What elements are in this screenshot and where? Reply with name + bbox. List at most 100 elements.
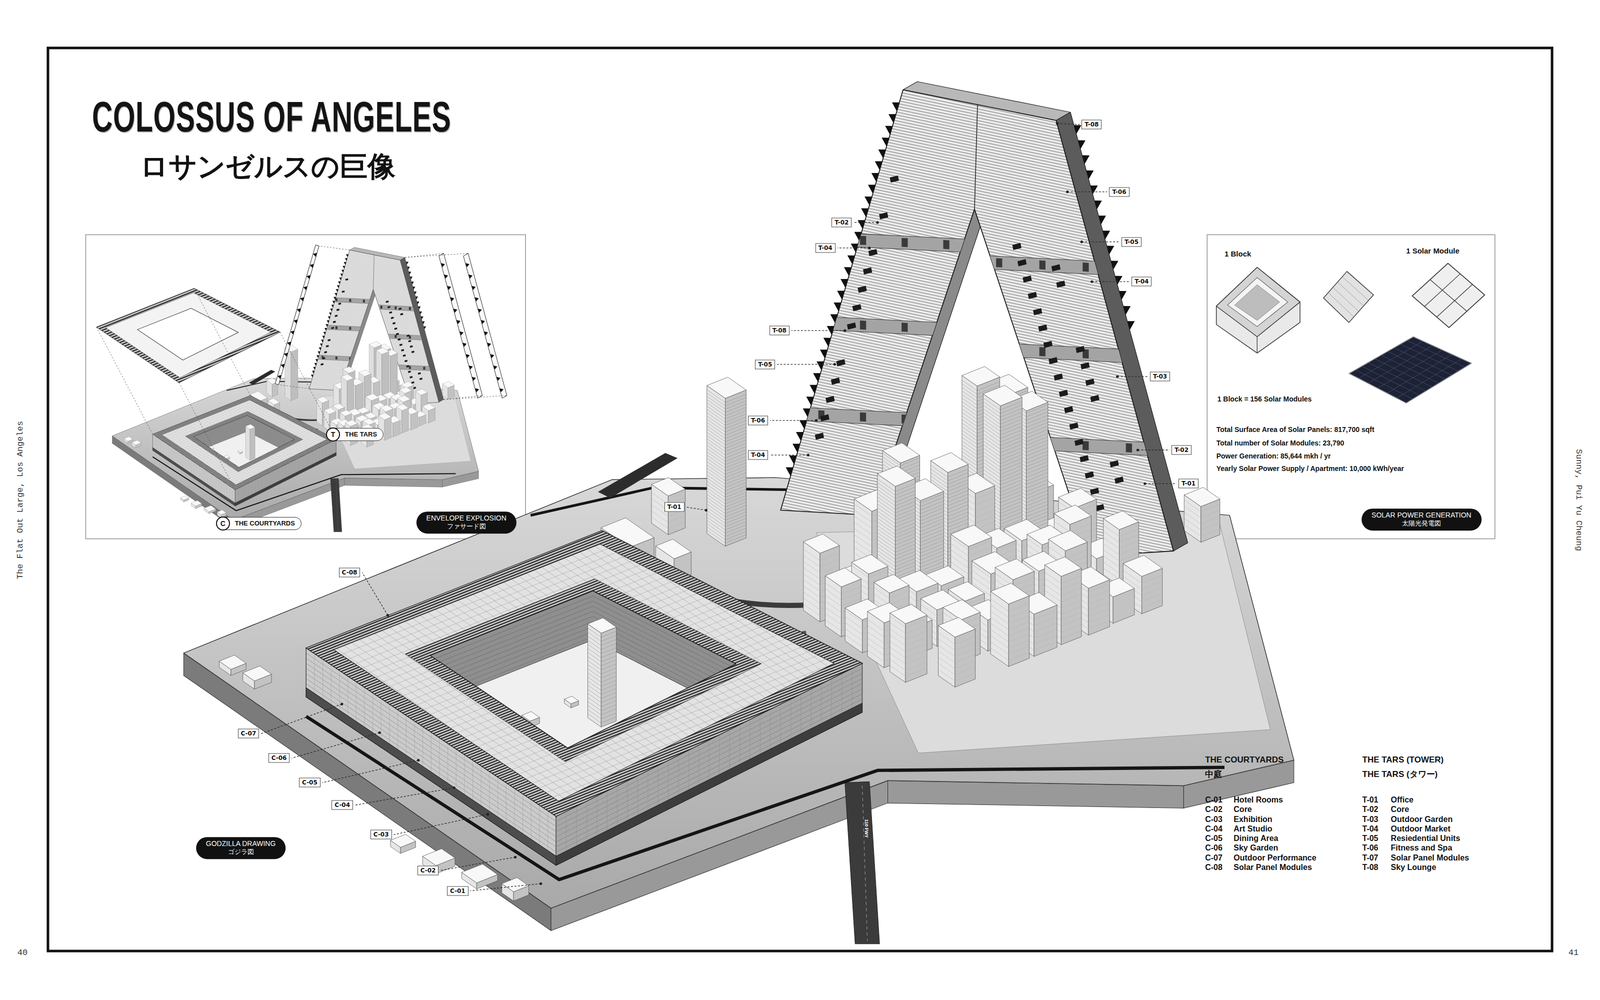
- cell-line: [1358, 341, 1423, 378]
- envelope-inset: [112, 247, 479, 532]
- label-text: The Flat Out Large, Los Angeles: [15, 421, 26, 579]
- mullion: [331, 666, 332, 705]
- opening: [1039, 347, 1046, 356]
- window-line: [920, 533, 944, 543]
- solar-panel-module: [861, 208, 869, 218]
- solar-panel-module: [1069, 422, 1079, 430]
- window-line: [854, 540, 872, 553]
- window-line: [1123, 570, 1142, 584]
- building-roof: [242, 666, 272, 681]
- mullion: [760, 715, 761, 755]
- building-roof: [502, 877, 529, 892]
- leader-line: [322, 760, 419, 783]
- mullion: [406, 716, 407, 756]
- window-line: [707, 517, 726, 530]
- leader-line: [777, 364, 835, 365]
- solar-block-frame: [1227, 277, 1288, 327]
- window-line: [877, 543, 896, 556]
- solar-panel-module: [1012, 243, 1022, 250]
- solar-panel-module: [868, 185, 876, 194]
- window-line: [1013, 577, 1035, 586]
- solar-panel-module: [462, 342, 467, 347]
- window-line: [895, 548, 916, 556]
- envelope-explosion-drawing: [112, 247, 479, 532]
- courtyard-void: [430, 591, 736, 797]
- window-line: [1026, 454, 1048, 463]
- window-line: [867, 638, 884, 650]
- leader-dot: [1066, 190, 1069, 193]
- window-line: [983, 405, 1000, 417]
- mullion: [556, 817, 557, 857]
- opening: [1082, 262, 1089, 272]
- solar-panel-module: [1043, 341, 1053, 348]
- window-line: [588, 713, 602, 723]
- building-roof: [219, 655, 246, 669]
- window-line: [1026, 465, 1048, 474]
- window-line: [948, 515, 969, 524]
- solar-band: [306, 530, 862, 816]
- window-line: [1088, 584, 1110, 593]
- window-line: [1044, 572, 1061, 584]
- mullion: [422, 727, 423, 767]
- court-floor: [430, 640, 736, 797]
- window-line: [948, 480, 969, 488]
- solar-panel-module: [799, 420, 807, 429]
- badge-title: ENVELOPE EXPLOSION: [426, 514, 507, 523]
- mullion: [617, 786, 618, 826]
- window-line: [1026, 422, 1048, 431]
- window-line: [920, 536, 944, 546]
- solar-panel-module: [450, 297, 454, 302]
- label-text: 1 Block: [1224, 250, 1251, 259]
- window-line: [948, 490, 969, 499]
- window-line: [707, 461, 726, 475]
- window-line: [877, 536, 896, 549]
- window-line: [975, 509, 995, 517]
- solar-panel-module: [854, 232, 862, 241]
- window-line: [1026, 447, 1048, 456]
- opening: [860, 236, 866, 245]
- module-line: [1333, 287, 1359, 312]
- opening: [943, 240, 950, 249]
- window-line: [707, 471, 726, 485]
- window-line: [955, 667, 976, 675]
- window-line: [725, 515, 747, 524]
- mullion: [576, 807, 577, 846]
- mullion: [566, 812, 567, 851]
- window-line: [895, 483, 916, 492]
- window-line: [707, 478, 726, 491]
- window-line: [725, 453, 747, 462]
- window-line: [877, 522, 896, 535]
- window-line: [895, 512, 916, 520]
- window-line: [1026, 476, 1048, 485]
- window-line: [920, 522, 944, 532]
- solar-panel-module: [820, 349, 828, 359]
- window-line: [983, 426, 1000, 439]
- window-line: [588, 697, 602, 707]
- leader-dot: [340, 703, 343, 706]
- window-line: [930, 472, 948, 485]
- window-line: [990, 611, 1009, 624]
- window-line: [588, 685, 602, 695]
- window-line: [920, 529, 944, 539]
- window-line: [990, 599, 1009, 612]
- mullion: [831, 679, 832, 719]
- solar-panel-module: [297, 308, 301, 313]
- window-line: [1065, 549, 1088, 558]
- exploded-panel: [463, 253, 507, 399]
- mullion: [481, 767, 482, 806]
- window-line: [1008, 609, 1029, 618]
- window-line: [867, 631, 884, 643]
- sky-garden-band: [714, 403, 975, 430]
- building-roof: [1048, 530, 1088, 551]
- window-line: [1000, 401, 1022, 410]
- solar-panel-module: [306, 275, 311, 279]
- court-edge: [430, 591, 736, 748]
- window-line: [725, 528, 747, 537]
- building-roof: [654, 704, 673, 715]
- node-text: C: [217, 517, 229, 530]
- window-line: [1000, 426, 1022, 435]
- window-line: [983, 462, 1000, 475]
- window-line: [1000, 437, 1022, 446]
- window-line: [1088, 596, 1110, 605]
- sky-garden-band: [974, 255, 1245, 282]
